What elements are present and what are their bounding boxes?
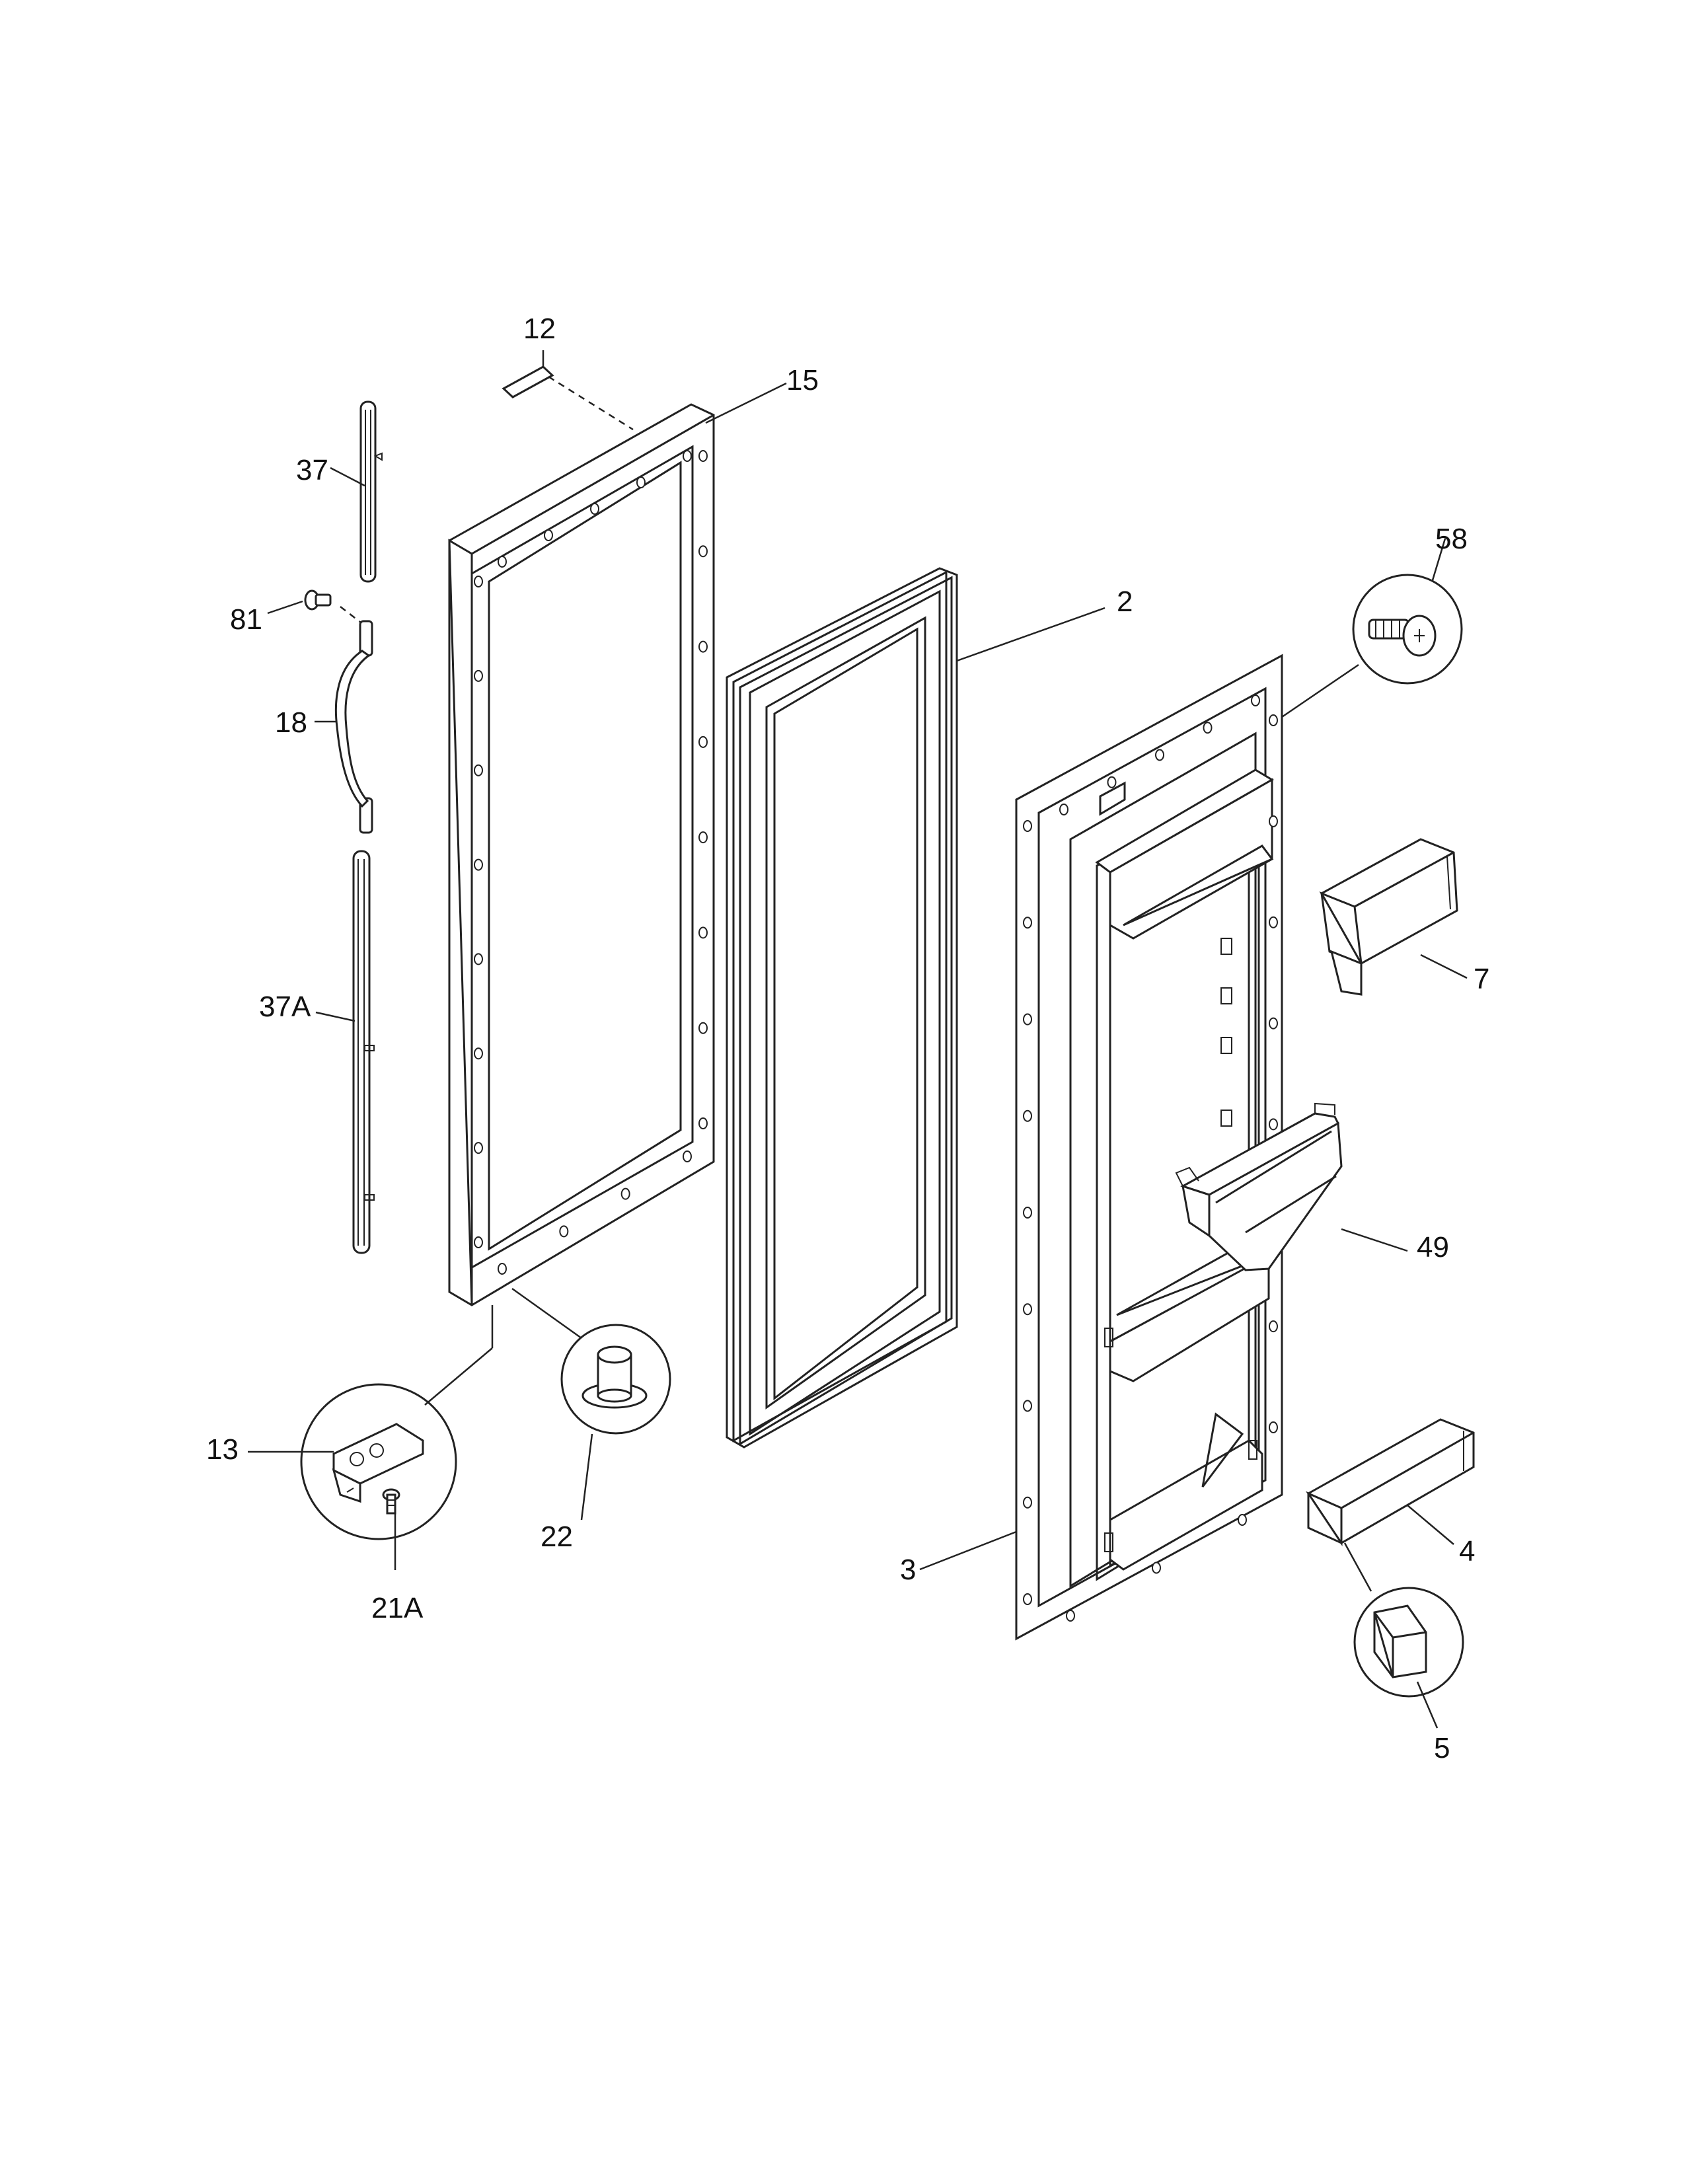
callout-12: 12 [523,313,556,345]
frame-hole [498,1263,507,1275]
frame-hole [698,1117,708,1129]
frame-hole [474,669,483,682]
callout-58: 58 [1435,523,1468,555]
liner-hole [1023,1013,1032,1026]
part-3-door-liner [1015,654,1283,1641]
callout-37: 37 [296,454,328,486]
part-22-hinge-bushing [511,1287,671,1435]
callout-3: 3 [900,1554,916,1586]
callout-49: 49 [1417,1231,1449,1263]
liner-hole [1155,749,1164,761]
frame-hole [698,640,708,653]
liner-hole [1059,804,1068,815]
leader-lines [248,350,1468,1729]
frame-hole [474,1142,483,1154]
liner-hole [1269,1421,1278,1433]
liner-hole [1023,1110,1032,1122]
frame-hole [590,503,599,515]
frame-hole [474,1047,483,1060]
liner-hole [1269,1320,1278,1333]
part-81-screw [304,589,364,625]
frame-hole [698,831,708,844]
liner-hole [1066,1610,1075,1622]
liner-hole [1269,1017,1278,1030]
liner-hole [1023,917,1032,929]
part-21a-screw [382,1488,400,1515]
part-37-upper-trim [359,400,383,583]
liner-hole [1023,1303,1032,1316]
callout-labels: 12 15 37 81 18 37A 2 58 7 49 13 22 21A 3… [206,313,1489,1764]
liner-hole [1269,1118,1278,1131]
part-2-door-gasket [726,567,958,1449]
liner-hole [1269,916,1278,928]
liner-hole [1269,714,1278,726]
part-18-handle [334,620,373,834]
liner-hole [1023,820,1032,832]
callout-13: 13 [206,1433,239,1466]
frame-hole [474,953,483,965]
frame-hole [544,529,553,541]
part-58-screw-detail [1281,574,1463,718]
callout-7: 7 [1474,963,1489,995]
frame-hole [698,450,708,462]
frame-hole [474,1236,483,1248]
part-37a-lower-trim [352,850,375,1254]
liner-hole [1023,1496,1032,1509]
callout-2: 2 [1117,585,1133,618]
frame-hole [474,764,483,776]
callout-22: 22 [541,1521,573,1553]
liner-hole [1107,776,1117,788]
frame-hole [698,735,708,748]
liner-hole [1023,1400,1032,1412]
frame-hole [698,1022,708,1034]
part-5-end-cap-detail [1343,1542,1464,1698]
liner-hole [1023,1207,1032,1219]
frame-hole [698,545,708,558]
frame-hole [620,1187,630,1200]
part-4-bin-retainer [1305,1418,1475,1546]
callout-15: 15 [786,364,819,396]
frame-hole [683,1150,692,1162]
callout-37a: 37A [259,991,311,1023]
callout-4: 4 [1459,1535,1475,1567]
frame-hole [559,1225,569,1238]
liner-hole [1203,722,1213,734]
part-13-hinge-detail [300,1305,494,1540]
liner-hole [1269,815,1278,827]
part-49-door-bin [1175,1102,1343,1271]
callout-5: 5 [1434,1732,1450,1764]
part-15-door-frame [448,403,715,1306]
frame-hole [474,576,483,587]
frame-hole [636,476,646,488]
frame-hole [498,556,507,568]
liner-hole [1251,695,1260,706]
frame-hole [698,926,708,939]
frame-hole [474,858,483,871]
frame-hole [683,450,692,462]
callout-18: 18 [275,706,307,739]
liner-hole [1023,1593,1032,1605]
part-12-label-strip [502,365,634,431]
callout-81: 81 [230,603,262,636]
part-7-dairy-door [1319,838,1458,996]
callout-21a: 21A [371,1592,424,1624]
liner-hole [1238,1514,1247,1526]
liner-hole [1152,1562,1161,1574]
